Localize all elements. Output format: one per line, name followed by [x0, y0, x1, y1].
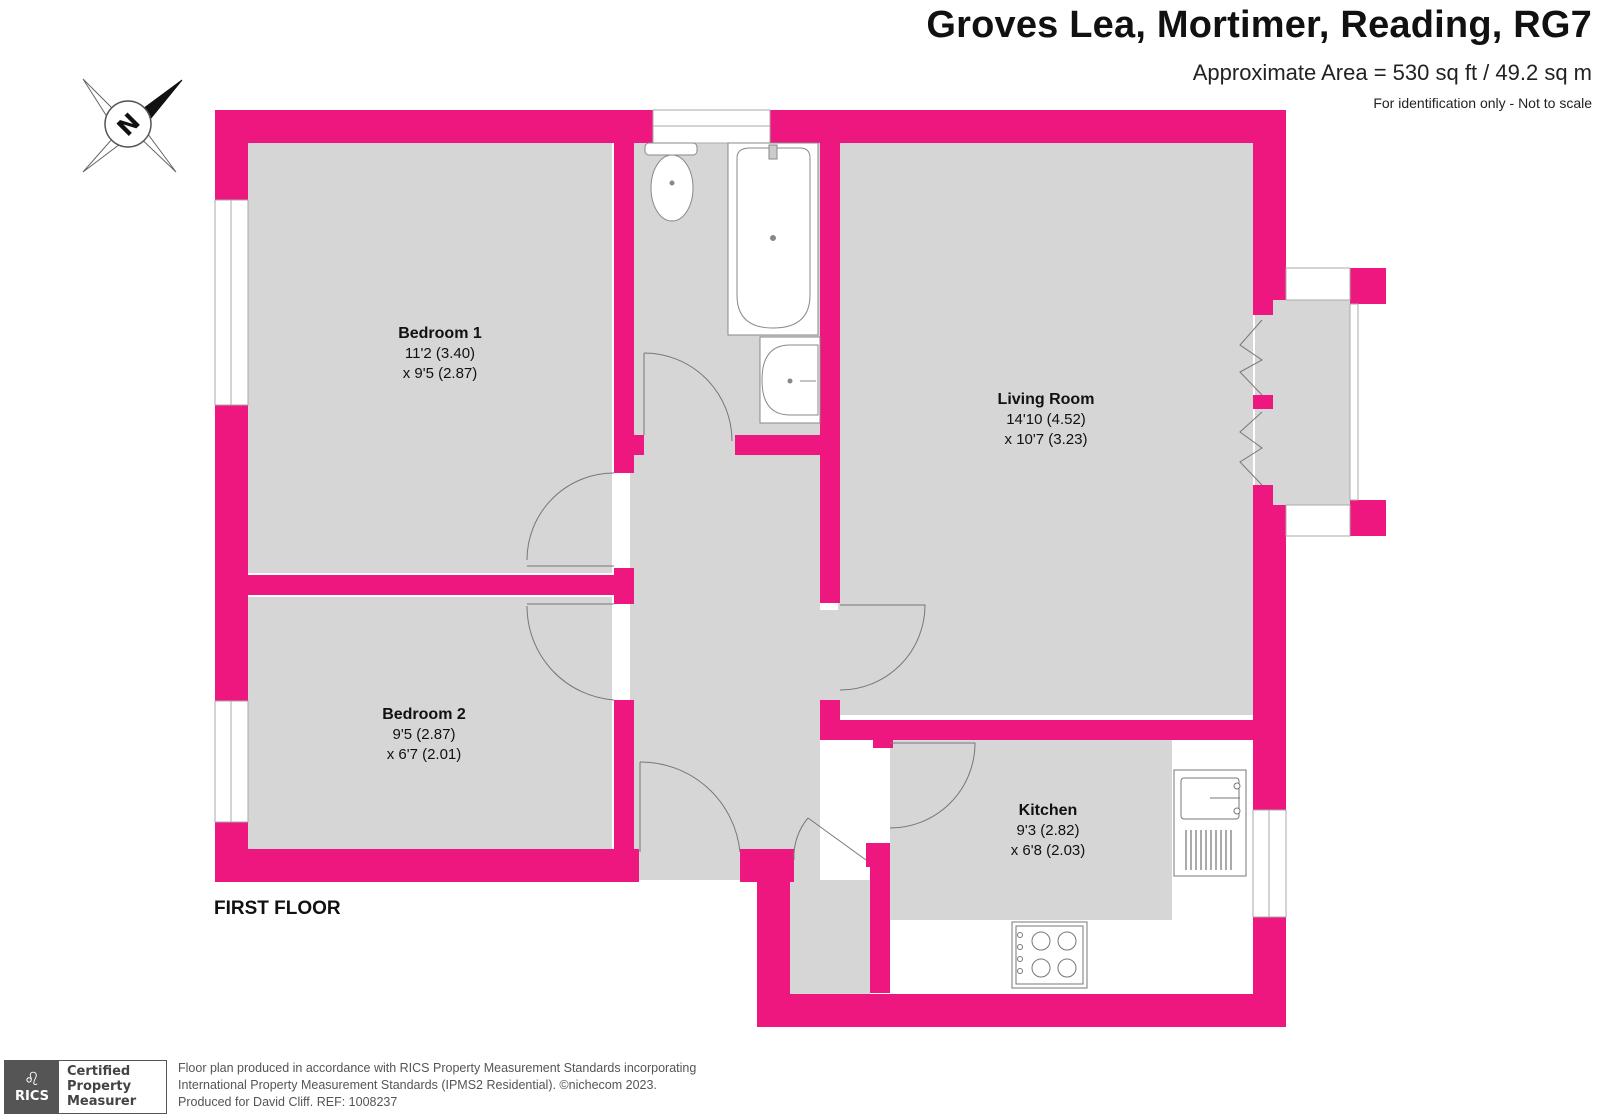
room-name: Kitchen	[1019, 802, 1078, 819]
disclaimer: For identification only - Not to scale	[1373, 95, 1592, 111]
room-dimension: x 6'7 (2.01)	[387, 746, 462, 763]
room-label-kitchen: Kitchen 9'3 (2.82) x 6'8 (2.03)	[1011, 802, 1086, 859]
bathtub-icon	[727, 142, 819, 336]
lion-icon: ♌	[23, 1068, 41, 1090]
badge-line: Certified	[67, 1064, 131, 1079]
room-dimension: 9'3 (2.82)	[1017, 822, 1080, 839]
room-label-bedroom-2: Bedroom 2 9'5 (2.87) x 6'7 (2.01)	[382, 706, 466, 763]
rics-logo: ♌ RICS	[5, 1061, 59, 1113]
room-name: Bedroom 2	[382, 706, 466, 723]
rics-badge: ♌ RICS Certified Property Measurer	[4, 1060, 167, 1114]
sink-icon	[759, 336, 821, 424]
room-dimension: 11'2 (3.40)	[405, 345, 475, 362]
walls	[215, 110, 1386, 1027]
footer-line: International Property Measurement Stand…	[178, 1078, 657, 1092]
room-name: Living Room	[998, 391, 1095, 408]
area-summary: Approximate Area = 530 sq ft / 49.2 sq m	[1192, 60, 1592, 85]
badge-line: Measurer	[67, 1094, 137, 1109]
kitchen-sink-icon	[1173, 769, 1247, 877]
doors	[526, 319, 1263, 861]
room-label-living-room: Living Room 14'10 (4.52) x 10'7 (3.23)	[998, 391, 1095, 448]
room-dimension: x 6'8 (2.03)	[1011, 842, 1086, 859]
room-dimension: x 10'7 (3.23)	[1005, 431, 1088, 448]
title: Groves Lea, Mortimer, Reading, RG7	[926, 4, 1592, 46]
footer-line: Produced for David Cliff. REF: 1008237	[178, 1095, 398, 1109]
room-label-bedroom-1: Bedroom 1 11'2 (3.40) x 9'5 (2.87)	[398, 325, 482, 382]
footer-text: Floor plan produced in accordance with R…	[178, 1060, 696, 1111]
footer-line: Floor plan produced in accordance with R…	[178, 1061, 697, 1075]
floor-label: FIRST FLOOR	[214, 898, 341, 919]
room-dimension: 9'5 (2.87)	[393, 726, 456, 743]
compass-icon: N	[82, 78, 183, 173]
room-dimension: x 9'5 (2.87)	[403, 365, 478, 382]
room-name: Bedroom 1	[398, 325, 482, 342]
toilet-icon	[644, 142, 698, 222]
hob-icon	[1011, 921, 1088, 989]
badge-line: Property	[67, 1079, 132, 1094]
badge-text: Certified Property Measurer	[59, 1061, 136, 1113]
windows	[214, 109, 1359, 918]
rics-logo-text: RICS	[15, 1088, 49, 1104]
room-dimension: 14'10 (4.52)	[1006, 411, 1086, 428]
